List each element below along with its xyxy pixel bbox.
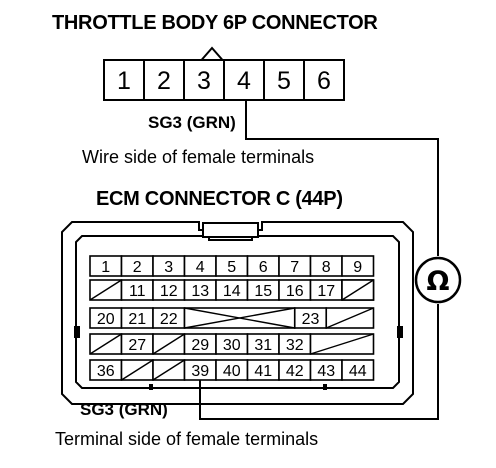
ecm-terminal-44 [341,359,375,381]
ecm-terminal-label: 43 [317,363,335,380]
sg3-wire [245,100,439,256]
ecm-terminal-label: 44 [349,363,367,380]
ecm-terminal-label: 12 [160,283,178,300]
ecm-terminal-label: 2 [133,259,142,276]
ecm-terminal-label: 40 [223,363,241,380]
tb-terminal-6 [303,59,345,101]
svg-text:Ω: Ω [427,266,450,297]
ecm-terminal-label: 4 [196,259,205,276]
ecm-terminal-label: 5 [227,259,236,276]
ecm-terminal-label: 39 [191,363,209,380]
ecm-terminal-label: 15 [254,283,272,300]
sg3-wire-ecm [199,304,439,420]
tb-terminal-label: 4 [237,67,251,95]
ecm-terminal-label: 8 [322,259,331,276]
tb-terminal-label: 2 [157,67,171,95]
ecm-empty-slash [310,333,374,355]
ecm-terminal-label: 27 [128,337,146,354]
throttle-view-caption: Wire side of female terminals [82,147,315,167]
ecm-terminal-label: 22 [160,311,178,328]
throttle-wire-label: SG3 (GRN) [148,113,236,132]
ecm-terminal-label: 32 [286,337,304,354]
ecm-title: ECM CONNECTOR C (44P) [96,188,343,210]
ecm-terminal-label: 17 [317,283,335,300]
tb-terminal-label: 6 [317,67,331,95]
ecm-terminal-label: 20 [97,311,115,328]
ohmmeter-icon: Ω [414,256,462,304]
ecm-empty-slash [325,307,374,329]
ecm-terminal-label: 14 [223,283,241,300]
ecm-terminal-label: 1 [101,259,110,276]
ecm-terminal-label: 30 [223,337,241,354]
ecm-terminal-label: 11 [129,283,146,300]
ecm-terminal-label: 16 [286,283,304,300]
ecm-terminal-label: 31 [254,337,272,354]
ecm-empty-slash [89,333,122,355]
ecm-terminal-label: 6 [259,259,268,276]
ecm-terminal-label: 41 [254,363,272,380]
ecm-terminal-label: 13 [191,283,209,300]
connector-caret [197,46,227,65]
ecm-empty-slash [152,359,185,381]
ecm-terminal-label: 23 [302,311,320,328]
ecm-terminal-label: 7 [290,259,299,276]
ecm-empty-slash [89,279,122,301]
ecm-terminal-label: 42 [286,363,304,380]
ecm-terminal-label: 29 [191,337,209,354]
ecm-empty-slash [152,333,185,355]
ecm-terminal-9 [341,255,375,277]
ecm-terminal-label: 9 [353,259,362,276]
ecm-blocked-x [184,307,295,329]
throttle-body-title: THROTTLE BODY 6P CONNECTOR [52,12,378,34]
ecm-terminal-label: 36 [97,363,115,380]
ecm-empty-slash [121,359,154,381]
ecm-view-caption: Terminal side of female terminals [55,429,319,449]
tb-terminal-label: 3 [197,67,211,95]
ecm-terminal-label: 21 [128,311,146,328]
ecm-empty-slash [341,279,374,301]
ecm-connector: 1234567891112131415161718202122232729303… [61,221,414,405]
ecm-terminal-label: 3 [164,259,173,276]
tb-terminal-label: 5 [277,67,291,95]
tb-terminal-label: 1 [117,67,131,95]
